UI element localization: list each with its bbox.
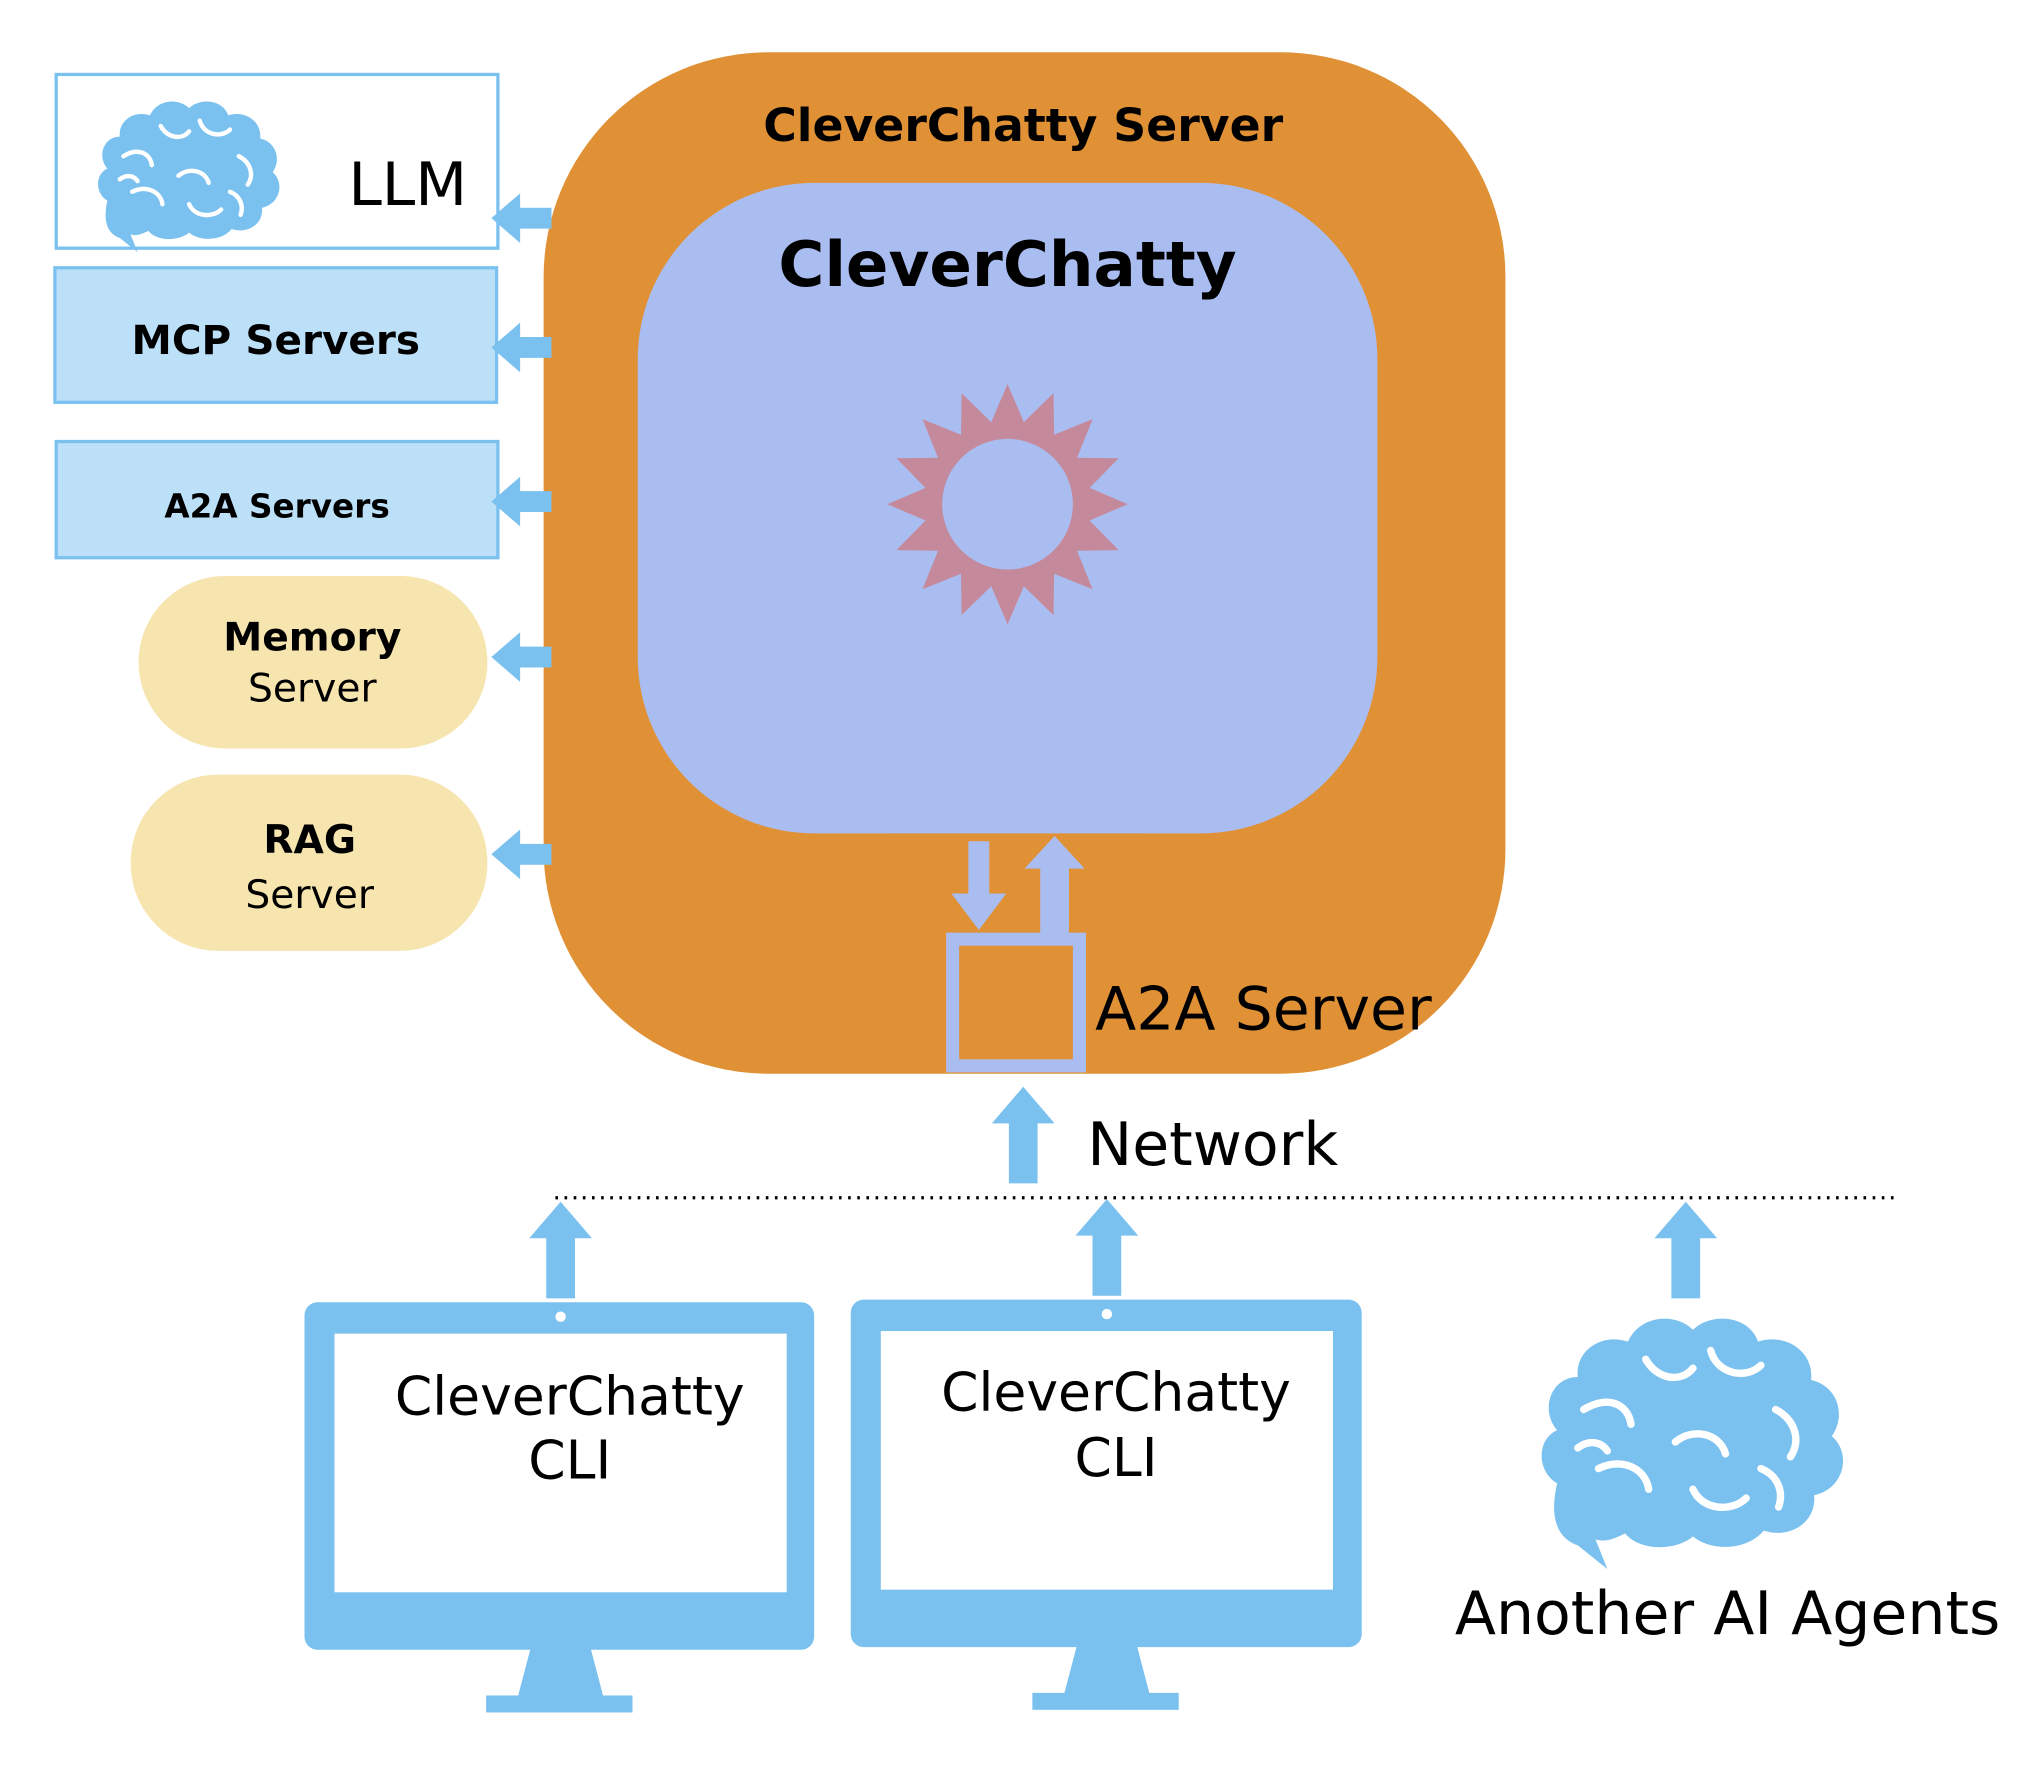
gear-icon bbox=[887, 384, 1128, 625]
rag-server-label-line2: Server bbox=[245, 873, 374, 918]
arrow-icon bbox=[491, 476, 552, 527]
cli-1-label-line2: CLI bbox=[528, 1429, 611, 1492]
brain-icon bbox=[1542, 1319, 1843, 1569]
cli-1-label-line1: CleverChatty bbox=[395, 1365, 745, 1428]
arrow-icon bbox=[491, 632, 552, 682]
arrow-icon bbox=[1075, 1199, 1139, 1296]
arrow-icon bbox=[491, 829, 552, 880]
memory-server-box bbox=[138, 576, 488, 749]
monitor-icon bbox=[304, 1302, 815, 1713]
cli-2-label-line2: CLI bbox=[1074, 1426, 1157, 1489]
cli-2-label-line1: CleverChatty bbox=[941, 1361, 1291, 1424]
arrow-icon bbox=[1654, 1201, 1718, 1299]
mcp-servers-box bbox=[53, 266, 499, 404]
rag-server-box bbox=[130, 774, 488, 951]
arrow-icon bbox=[491, 193, 552, 243]
mcp-servers-label: MCP Servers bbox=[132, 316, 420, 364]
another-ai-agents-label: Another AI Agents bbox=[1455, 1579, 2000, 1649]
core-to-a2a-arrow bbox=[951, 841, 1007, 931]
a2a-server-port bbox=[946, 932, 1086, 1073]
a2a-to-core-arrow bbox=[1024, 835, 1085, 936]
cleverchatty-core-title: CleverChatty bbox=[778, 228, 1236, 301]
arrow-icon bbox=[991, 1086, 1055, 1184]
memory-server-label-line2: Server bbox=[248, 666, 377, 711]
a2a-server-label: A2A Server bbox=[1095, 974, 1432, 1044]
monitor-icon bbox=[850, 1299, 1362, 1710]
a2a-servers-box bbox=[54, 439, 500, 560]
llm-label: LLM bbox=[348, 150, 467, 220]
memory-server-label-line1: Memory bbox=[223, 616, 401, 661]
arrow-icon bbox=[491, 322, 552, 373]
arrow-icon bbox=[529, 1201, 592, 1299]
a2a-servers-label: A2A Servers bbox=[164, 487, 389, 525]
cleverchatty-server-title: CleverChatty Server bbox=[763, 99, 1283, 152]
network-label: Network bbox=[1087, 1110, 1338, 1180]
rag-server-label-line1: RAG bbox=[263, 818, 356, 863]
